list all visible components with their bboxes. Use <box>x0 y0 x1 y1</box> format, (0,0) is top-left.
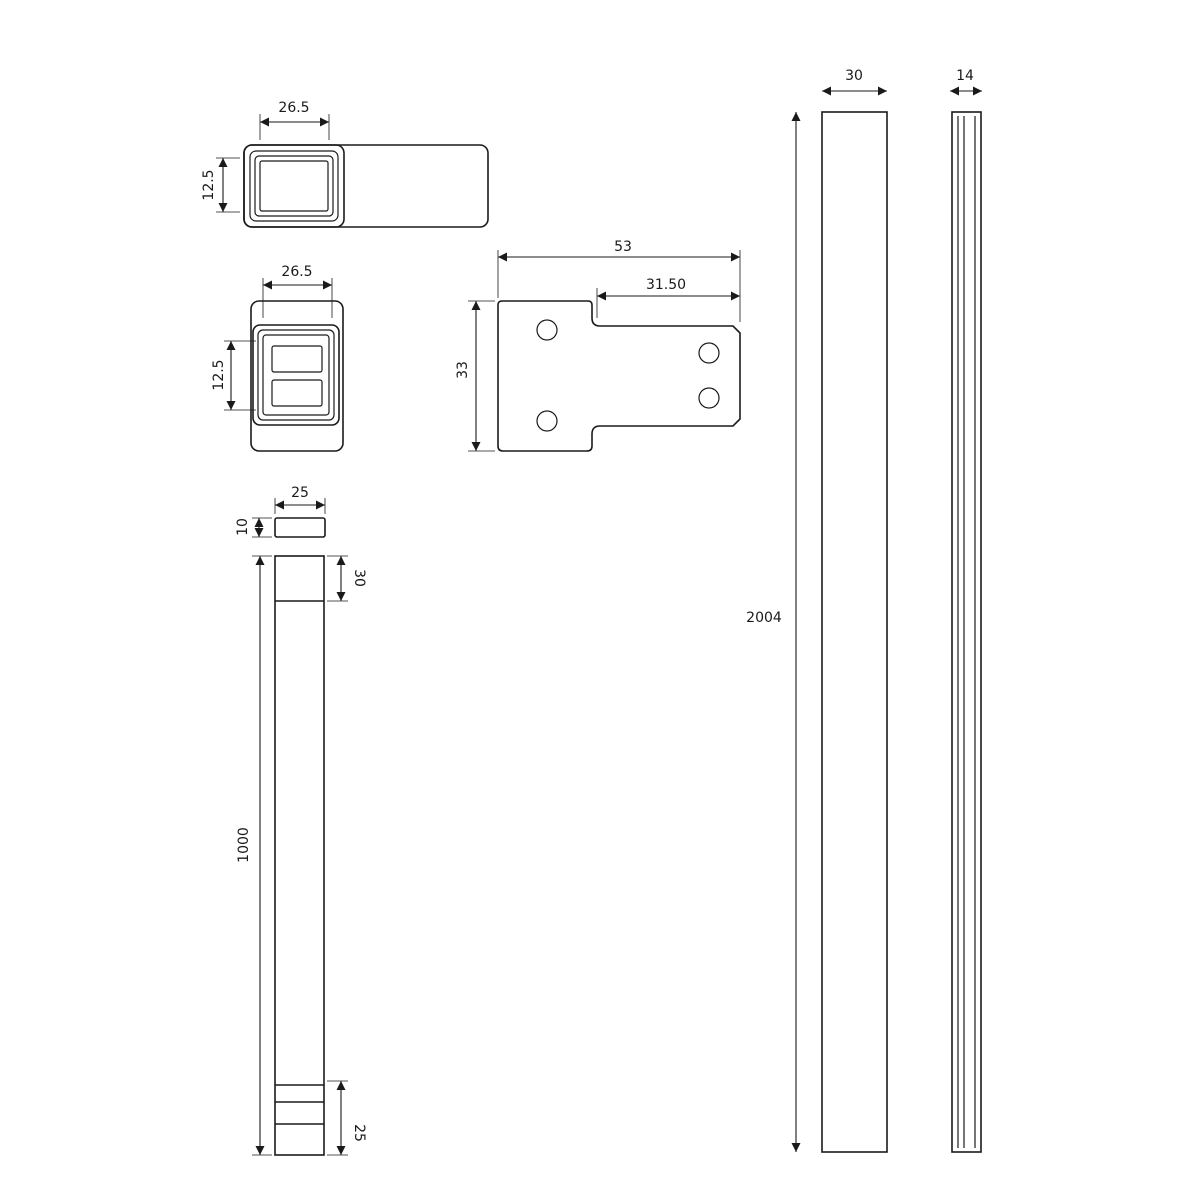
profile-a-frame-middle <box>249 150 339 222</box>
rail-front-outline <box>821 111 888 1153</box>
profile-b-frame-middle <box>257 329 335 421</box>
dim-label-rail-length: 2004 <box>746 610 782 626</box>
dim-label-profile-a-height: 12.5 <box>201 169 217 200</box>
profile-a-frame-outer <box>243 144 345 228</box>
bracket-hole-top-right <box>698 342 720 364</box>
dim-bracket-tab-width: 31.50 <box>596 277 740 318</box>
bracket-outline <box>497 300 741 452</box>
rail-side <box>951 111 982 1153</box>
dim-bar-bottom-section: 25 <box>327 1080 367 1156</box>
dim-label-bar-length: 1000 <box>236 827 252 863</box>
dim-label-profile-b-height: 12.5 <box>211 359 227 390</box>
rail-side-outline <box>951 111 982 1153</box>
dim-rail-side-width: 14 <box>950 68 982 96</box>
profile-a-cavity <box>259 160 329 212</box>
dim-label-bar-bottom-section: 25 <box>351 1124 367 1142</box>
mounting-bracket <box>497 300 741 452</box>
rail-front <box>821 111 888 1153</box>
dim-label-bracket-tab-width: 31.50 <box>646 277 686 293</box>
dim-bracket-width: 53 <box>497 239 741 322</box>
dim-label-bar-top-section: 30 <box>351 569 367 587</box>
dim-label-rail-front-width: 30 <box>845 68 863 84</box>
profile-b-cavity-top <box>271 345 323 373</box>
dim-label-profile-a-width: 26.5 <box>278 100 309 116</box>
profile-b-outline <box>250 300 344 452</box>
profile-a-frame-inner <box>254 155 334 217</box>
dim-label-rail-side-width: 14 <box>956 68 974 84</box>
dim-label-cap-height: 10 <box>235 518 251 536</box>
dim-profile-b-width: 26.5 <box>262 264 333 318</box>
cap-outline <box>274 517 326 538</box>
dim-profile-a-width: 26.5 <box>259 100 330 140</box>
dim-label-bracket-width: 53 <box>614 239 632 255</box>
dim-bracket-height: 33 <box>455 300 495 452</box>
profile-a-outline <box>243 144 489 228</box>
bracket-hole-bottom-right <box>698 387 720 409</box>
dim-profile-b-height: 12.5 <box>211 340 256 411</box>
profile-b-frame-outer <box>252 324 340 426</box>
dim-bar-top-section: 30 <box>327 555 367 602</box>
profile-a <box>243 144 489 228</box>
dim-profile-a-height: 12.5 <box>201 157 240 213</box>
dim-cap-height: 10 <box>235 517 272 538</box>
dim-cap-width: 25 <box>274 485 326 514</box>
profile-b-frame-inner <box>262 334 330 416</box>
end-cap <box>274 517 326 538</box>
dim-label-bracket-height: 33 <box>455 361 471 379</box>
profile-b <box>250 300 344 452</box>
bar-outline <box>274 555 325 1156</box>
dim-label-profile-b-width: 26.5 <box>281 264 312 280</box>
dim-label-cap-width: 25 <box>291 485 309 501</box>
profile-b-cavity-bottom <box>271 379 323 407</box>
bar-1000 <box>274 555 325 1156</box>
dim-rail-front-width: 30 <box>822 68 887 96</box>
bracket-hole-bottom-left <box>536 410 558 432</box>
bracket-hole-top-left <box>536 319 558 341</box>
dim-rail-length: 2004 <box>746 112 801 1152</box>
dim-bar-length: 1000 <box>236 555 272 1156</box>
